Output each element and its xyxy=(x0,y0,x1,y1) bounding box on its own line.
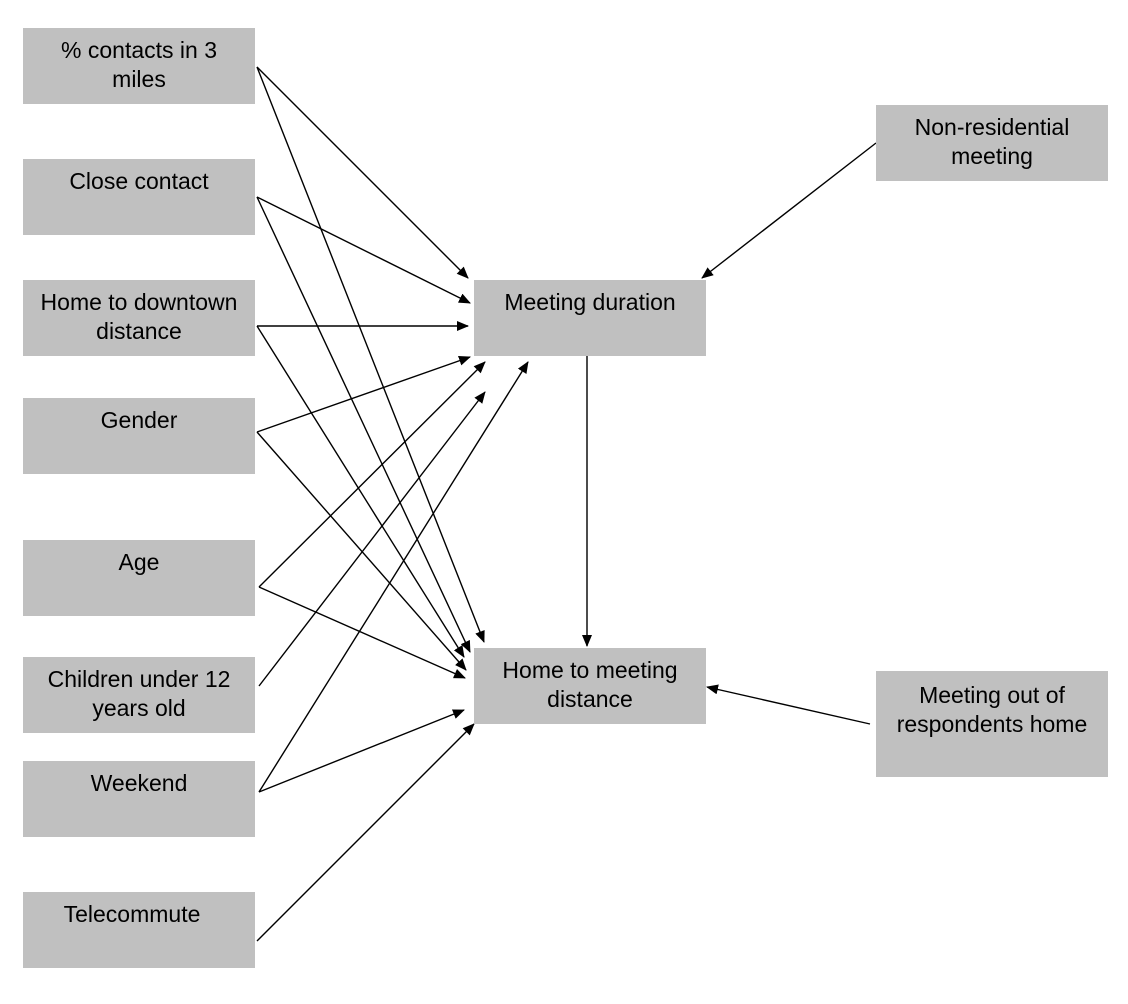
arrow-contacts-3mi-to-home-meeting xyxy=(256,66,485,643)
node-telecommute: Telecommute xyxy=(23,892,255,968)
node-meeting-out-of-home: Meeting out of respondents home xyxy=(876,671,1108,777)
arrow-gender-to-home-meeting xyxy=(256,431,467,671)
arrow-out-of-home-to-home-meeting xyxy=(706,684,871,725)
node-label-line1: Children under 12 xyxy=(47,666,231,692)
arrow-telecommute-to-home-meeting xyxy=(256,723,475,942)
node-label-line2: miles xyxy=(112,66,166,92)
arrow-age-to-meeting-duration xyxy=(258,361,486,588)
node-label-line1: Meeting out of xyxy=(919,682,1065,708)
node-label-line2: meeting xyxy=(951,143,1033,169)
arrow-close-contact-to-home-meeting xyxy=(256,196,471,653)
node-label-line2: distance xyxy=(547,686,633,712)
arrow-contacts-3mi-to-meeting-duration xyxy=(256,66,469,279)
node-gender: Gender xyxy=(23,398,255,474)
node-weekend: Weekend xyxy=(23,761,255,837)
node-label-line1: Gender xyxy=(100,407,178,433)
node-label-line1: Weekend xyxy=(90,770,188,796)
node-label-line1: Close contact xyxy=(69,168,209,194)
arrow-home-downtown-to-home-meeting xyxy=(256,325,465,658)
node-home-to-downtown-distance: Home to downtown distance xyxy=(23,280,255,356)
node-non-residential-meeting: Non-residential meeting xyxy=(876,105,1108,181)
node-contacts-in-3-miles: % contacts in 3 miles xyxy=(23,28,255,104)
node-label-line2: years old xyxy=(92,695,186,721)
node-label-line1: Home to meeting xyxy=(502,657,678,683)
node-label-line2: distance xyxy=(96,318,182,344)
node-children-under-12: Children under 12 years old xyxy=(23,657,255,733)
node-label-line1: Age xyxy=(118,549,160,575)
node-age: Age xyxy=(23,540,255,616)
arrow-children-to-meeting-duration xyxy=(258,391,486,687)
arrow-age-to-home-meeting xyxy=(258,586,466,679)
node-home-to-meeting-distance: Home to meeting distance xyxy=(474,648,706,724)
node-label-line1: Home to downtown xyxy=(40,289,238,315)
arrow-non-residential-to-meeting-duration xyxy=(701,142,877,279)
node-label-line2: respondents home xyxy=(896,711,1088,737)
node-close-contact: Close contact xyxy=(23,159,255,235)
node-meeting-duration: Meeting duration xyxy=(474,280,706,356)
node-label-line1: Telecommute xyxy=(63,901,201,927)
node-label-line1: Non-residential xyxy=(914,114,1070,140)
arrow-gender-to-meeting-duration xyxy=(256,355,471,433)
arrow-close-contact-to-meeting-duration xyxy=(256,196,471,304)
arrow-weekend-to-home-meeting xyxy=(258,709,465,793)
node-label-line1: Meeting duration xyxy=(504,289,676,315)
arrow-weekend-to-meeting-duration xyxy=(258,361,529,793)
node-label-line1: % contacts in 3 xyxy=(61,37,217,63)
